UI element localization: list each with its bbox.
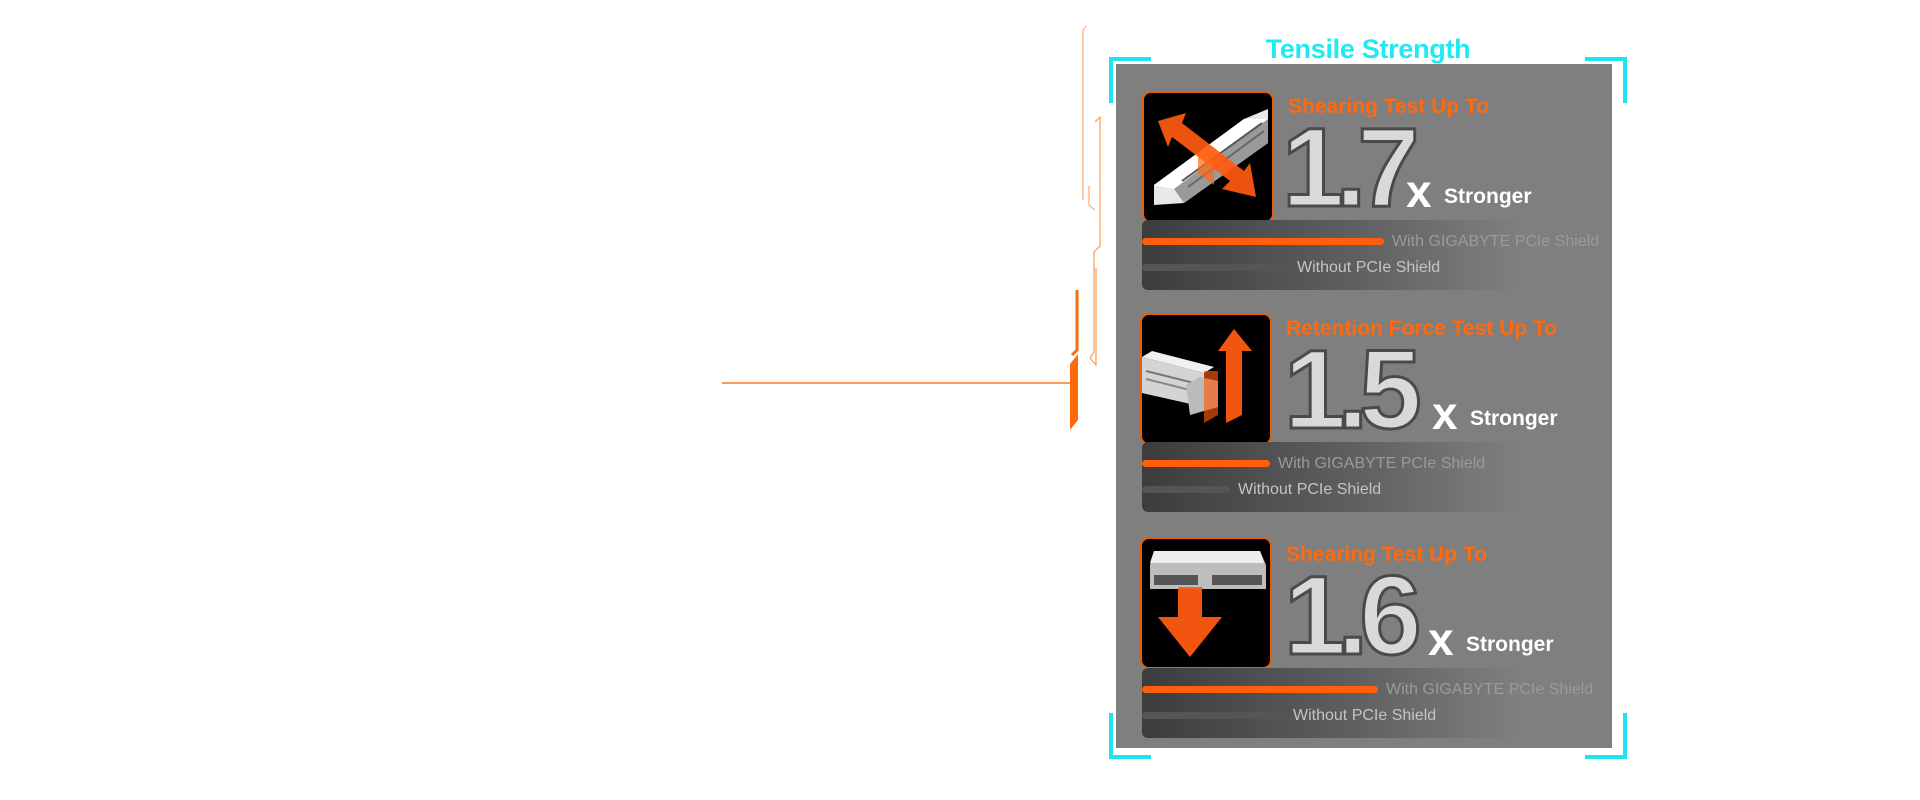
- with-shield-label: With GIGABYTE PCIe Shield: [1392, 233, 1600, 250]
- with-shield-bar: [1142, 460, 1270, 467]
- tensile-strength-panel: Shearing Test Up To 1.7 x Stronger With …: [1116, 64, 1612, 748]
- corner-bracket-top-right: [1585, 57, 1627, 103]
- multiplier-x-symbol: x: [1432, 387, 1458, 439]
- corner-bracket-bottom-right: [1585, 713, 1627, 759]
- stronger-label: Stronger: [1470, 407, 1558, 430]
- without-shield-bar: [1142, 264, 1284, 271]
- downward-press-arrow-icon: [1140, 537, 1272, 669]
- test-heading: Shearing Test Up To: [1286, 543, 1488, 566]
- without-shield-bar: [1142, 486, 1230, 493]
- upward-pull-arrow-icon: [1140, 313, 1272, 445]
- without-shield-label: Without PCIe Shield: [1238, 481, 1382, 498]
- test-heading: Retention Force Test Up To: [1286, 317, 1558, 340]
- multiplier-x-symbol: x: [1406, 165, 1432, 217]
- test-section-retention: Retention Force Test Up To 1.5 x Stronge…: [1116, 286, 1612, 512]
- without-shield-bar: [1142, 712, 1284, 719]
- without-shield-label: Without PCIe Shield: [1293, 707, 1437, 724]
- corner-bracket-bottom-left: [1109, 713, 1151, 759]
- multiplier-x-symbol: x: [1428, 613, 1454, 665]
- comparison-bars: With GIGABYTE PCIe Shield Without PCIe S…: [1142, 220, 1612, 290]
- with-shield-bar: [1142, 238, 1384, 245]
- comparison-bars: With GIGABYTE PCIe Shield Without PCIe S…: [1142, 668, 1612, 738]
- strength-multiplier: 1.5: [1283, 327, 1424, 452]
- stronger-label: Stronger: [1466, 633, 1554, 656]
- corner-bracket-top-left: [1109, 57, 1151, 103]
- test-section-shearing-2: Shearing Test Up To 1.6 x Stronger With …: [1116, 512, 1612, 738]
- strength-multiplier: 1.6: [1283, 553, 1424, 678]
- page-title: Tensile Strength: [1265, 34, 1471, 64]
- without-shield-label: Without PCIe Shield: [1297, 259, 1441, 276]
- horizontal-shear-arrows-icon: [1142, 91, 1274, 223]
- stronger-label: Stronger: [1444, 185, 1532, 208]
- with-shield-label: With GIGABYTE PCIe Shield: [1386, 681, 1594, 698]
- with-shield-bar: [1142, 686, 1378, 693]
- test-section-shearing-1: Shearing Test Up To 1.7 x Stronger With …: [1116, 64, 1612, 290]
- strength-multiplier: 1.7: [1281, 105, 1422, 230]
- with-shield-label: With GIGABYTE PCIe Shield: [1278, 455, 1486, 472]
- test-heading: Shearing Test Up To: [1288, 95, 1490, 118]
- comparison-bars: With GIGABYTE PCIe Shield Without PCIe S…: [1142, 442, 1612, 512]
- decorative-line-art: [722, 25, 1101, 430]
